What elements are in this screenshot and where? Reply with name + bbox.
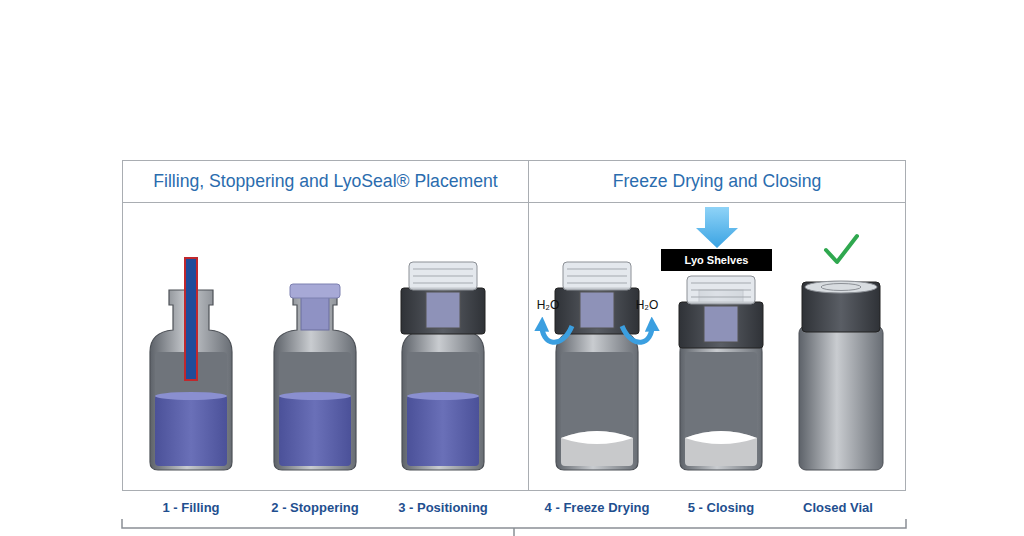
closed-vial: [799, 326, 883, 470]
cap-crown: [563, 262, 631, 290]
step-caption: 2 - Stoppering: [271, 500, 358, 515]
cap-ridge: [413, 276, 473, 277]
cap-ridge: [567, 269, 627, 270]
cap-crown: [687, 276, 755, 304]
lyoseal-cap: [555, 288, 639, 334]
cake-top: [561, 431, 633, 444]
group-bracket: [513, 528, 515, 536]
step-caption: 1 - Filling: [162, 500, 219, 515]
liquid: [407, 395, 479, 466]
group-bracket: [122, 519, 906, 528]
closed-cap: [802, 282, 880, 332]
stopper: [301, 296, 329, 330]
stopper: [426, 292, 460, 328]
step-caption: 3 - Positioning: [398, 500, 488, 515]
dried-cake: [685, 431, 757, 466]
shelf-label: Lyo Shelves: [685, 254, 749, 266]
cap-ridge: [567, 283, 627, 284]
liquid: [155, 395, 227, 466]
cap-top-ring: [821, 284, 861, 291]
cap-top: [805, 281, 877, 293]
press-arrow: [696, 207, 738, 248]
step-caption: 5 - Closing: [688, 500, 754, 515]
check-mark: [826, 236, 857, 262]
process-panel: Filling, Stoppering and LyoSeal® Placeme…: [122, 160, 529, 491]
liquid-surface: [407, 392, 479, 400]
vapor-label: H₂O: [636, 298, 659, 312]
step-caption: 4 - Freeze Drying: [545, 500, 650, 515]
panel-heading: Freeze Drying and Closing: [529, 161, 905, 203]
vial-interior: [279, 352, 351, 466]
vapor-arrow: [542, 324, 572, 342]
filling-needle: [185, 258, 197, 380]
step-caption: Closed Vial: [803, 500, 873, 515]
cap-ridge: [413, 269, 473, 270]
stopper-flange: [290, 284, 340, 298]
glass-vial: [680, 290, 762, 470]
dried-cake: [561, 431, 633, 466]
shelf-label-box: Lyo Shelves: [661, 249, 772, 271]
panel-heading: Filling, Stoppering and LyoSeal® Placeme…: [123, 161, 528, 203]
liquid-surface: [155, 392, 227, 400]
glass-vial: [274, 290, 356, 470]
vial-interior: [407, 352, 479, 466]
process-panel: Freeze Drying and ClosingLyo Shelves: [528, 160, 906, 491]
lyoseal-cap: [401, 288, 485, 334]
cap-crown: [409, 262, 477, 290]
cap-ridge: [691, 297, 751, 298]
lyoseal-cap: [679, 302, 763, 348]
liquid-surface: [279, 392, 351, 400]
cap-ridge: [413, 283, 473, 284]
cap-ridge: [691, 283, 751, 284]
vial-interior: [561, 352, 633, 466]
stopper: [704, 306, 738, 342]
vapor-arrow: [622, 324, 652, 342]
vial-interior: [685, 352, 757, 466]
liquid: [279, 395, 351, 466]
cake-top: [685, 431, 757, 444]
vapor-label: H₂O: [537, 298, 560, 312]
cap-ridge: [691, 290, 751, 291]
stopper: [580, 292, 614, 328]
cap-ridge: [567, 276, 627, 277]
